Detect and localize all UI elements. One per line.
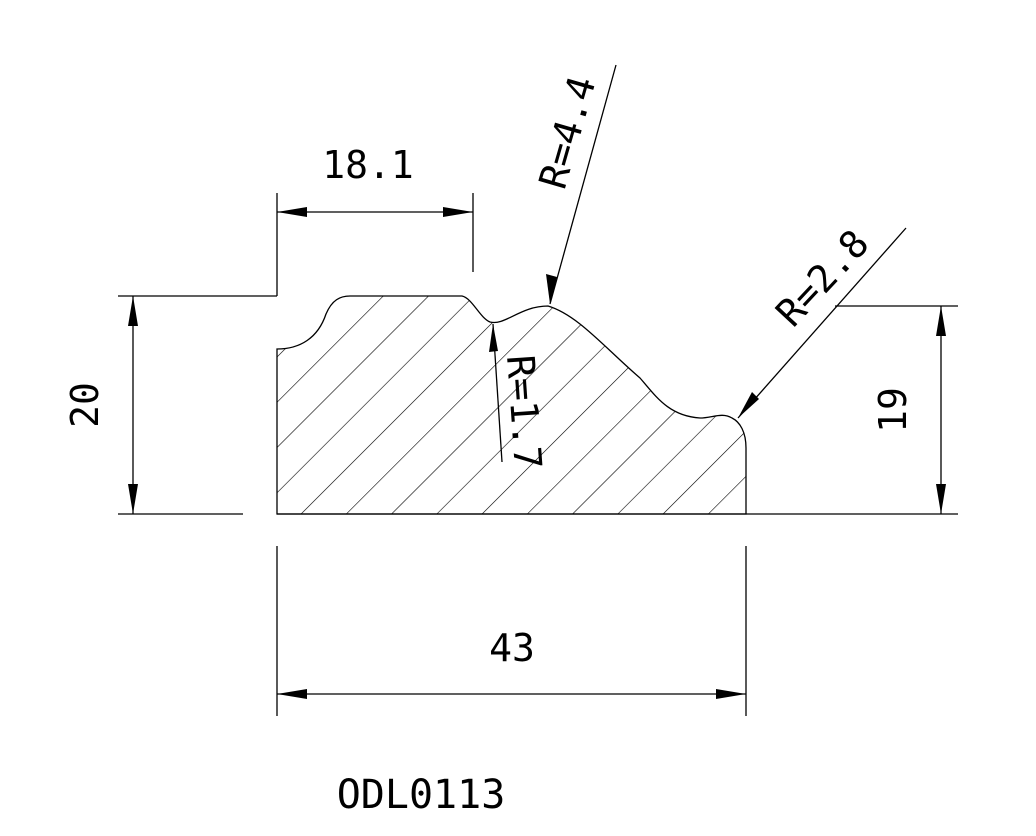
radius-large-label: R=4.4: [531, 71, 605, 193]
dimension-right-height: 19: [871, 306, 946, 514]
dimension-top-width-label: 18.1: [322, 143, 414, 187]
radius-large-leader: R=4.4: [531, 64, 617, 305]
dimension-top-width: 18.1: [277, 143, 473, 217]
dimension-right-height-label: 19: [871, 387, 915, 433]
dimension-left-height: 20: [63, 296, 138, 514]
dimension-bottom-width-label: 43: [489, 626, 535, 670]
drawing-code-label: ODL0113: [337, 772, 506, 818]
radius-groove-label: R=1.7: [498, 354, 550, 471]
dimension-bottom-width: 43: [277, 626, 746, 699]
radius-groove-leader: R=1.7: [489, 323, 550, 471]
extension-lines: [118, 193, 958, 716]
dimension-left-height-label: 20: [63, 382, 107, 428]
